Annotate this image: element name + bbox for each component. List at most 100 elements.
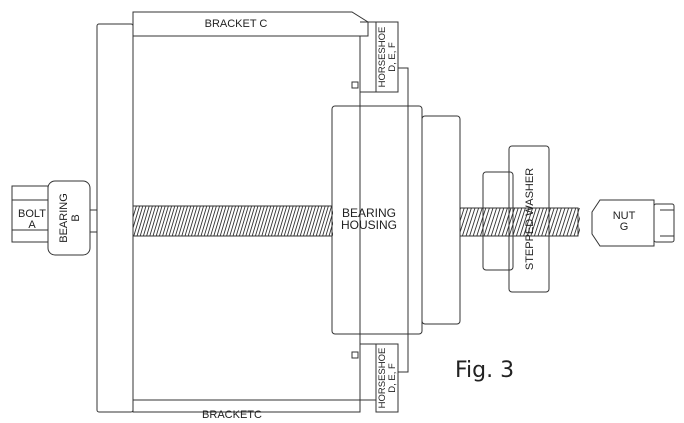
thread-line: [562, 208, 573, 236]
thread-line: [158, 206, 169, 236]
thread-line: [216, 206, 227, 236]
svg-text:B: B: [70, 214, 82, 221]
thread-line: [238, 206, 249, 236]
horseshoe-top-label: HORSESHOE D, E, F: [377, 27, 398, 88]
thread-line: [184, 206, 195, 236]
horseshoe-bottom: [375, 343, 399, 413]
thread-line: [149, 206, 160, 236]
thread-line: [274, 206, 285, 236]
svg-text:G: G: [620, 221, 629, 233]
thread-line: [121, 206, 130, 236]
thread-line: [523, 208, 534, 236]
thread-line: [299, 206, 310, 236]
bolt-a-label: BOLT A: [18, 208, 46, 231]
thread-line: [577, 227, 580, 236]
thread-line: [267, 206, 278, 236]
thread-line: [242, 206, 253, 236]
thread-line: [566, 208, 577, 236]
svg-text:HORSESHOE: HORSESHOE: [377, 348, 388, 409]
thread-line: [497, 208, 508, 236]
thread-line: [286, 206, 297, 236]
thread-line: [519, 208, 530, 236]
nut-g-cap: [653, 203, 675, 243]
thread-line: [152, 206, 163, 236]
thread-line: [139, 206, 150, 236]
thread-line: [210, 206, 221, 236]
svg-text:HORSESHOE: HORSESHOE: [377, 27, 388, 88]
thread-line: [526, 208, 537, 236]
thread-line: [245, 206, 256, 236]
thread-line: [277, 206, 288, 236]
stepped-washer-label: STEPPED WASHER: [524, 168, 536, 270]
thread-line: [254, 206, 265, 236]
bracket-c-bottom: [132, 399, 361, 413]
thread-line: [162, 206, 173, 236]
nut-g: [591, 199, 655, 247]
thread-line: [322, 206, 333, 236]
thread-line: [178, 206, 189, 236]
thread-line: [588, 208, 597, 236]
horseshoe-top: [375, 21, 399, 93]
bearing-housing-label: BEARING HOUSING: [341, 206, 397, 232]
thread-line: [142, 206, 153, 236]
thread-line: [512, 208, 523, 236]
thread-line: [181, 206, 192, 236]
thread-line: [213, 206, 224, 236]
bearing-b-label: BEARING B: [58, 193, 82, 243]
svg-text:STEPPED WASHER: STEPPED WASHER: [524, 168, 536, 270]
thread-line: [187, 206, 198, 236]
pin-square-top: [351, 81, 359, 89]
bracket-c-top: [132, 11, 369, 37]
thread-line: [203, 206, 214, 236]
thread-line: [505, 208, 516, 236]
svg-text:HOUSING: HOUSING: [341, 218, 397, 232]
thread-line: [309, 206, 320, 236]
thread-line: [483, 208, 494, 236]
thread-line: [133, 206, 144, 236]
thread-line: [200, 206, 211, 236]
stepped-washer: [508, 145, 550, 293]
thread-line: [479, 208, 490, 236]
thread-line: [232, 206, 243, 236]
thread-line: [258, 206, 269, 236]
stepped-washer-outer: [482, 171, 514, 271]
svg-text:D, E, F: D, E, F: [387, 42, 398, 72]
thread-line: [270, 206, 281, 236]
thread-line: [494, 208, 505, 236]
thread-line: [537, 208, 548, 236]
thread-line: [296, 206, 307, 236]
thread-line: [460, 208, 462, 212]
bearing-b: [47, 180, 91, 256]
thread-line: [315, 206, 326, 236]
thread-line: [581, 208, 590, 236]
thread-line: [312, 206, 323, 236]
svg-text:NUT: NUT: [613, 210, 636, 222]
thread-line: [544, 208, 555, 236]
thread-line: [283, 206, 294, 236]
thread-line: [219, 206, 230, 236]
thread-line: [194, 206, 205, 236]
thread-line: [293, 206, 304, 236]
bracket-bottom-label: BRACKETC: [202, 409, 262, 421]
thread-line: [325, 210, 333, 236]
thread-line: [235, 206, 246, 236]
thread-line: [533, 208, 544, 236]
thread-line: [133, 206, 137, 219]
thread-line: [264, 206, 275, 236]
thread-line: [280, 206, 291, 236]
thread-line: [136, 206, 147, 236]
thread-line: [261, 206, 272, 236]
horseshoe-bottom-label: HORSESHOE D, E, F: [377, 348, 398, 409]
thread-line: [548, 208, 559, 236]
thread-line: [559, 208, 570, 236]
thread-line: [328, 221, 333, 236]
thread-line: [551, 208, 562, 236]
thread-line: [555, 208, 566, 236]
thread-line: [165, 206, 176, 236]
thread-line: [472, 208, 483, 236]
thread-line: [248, 206, 259, 236]
bracket-top-label: BRACKET C: [205, 18, 268, 30]
thread-line: [168, 206, 179, 236]
svg-text:BOLT: BOLT: [18, 208, 46, 220]
